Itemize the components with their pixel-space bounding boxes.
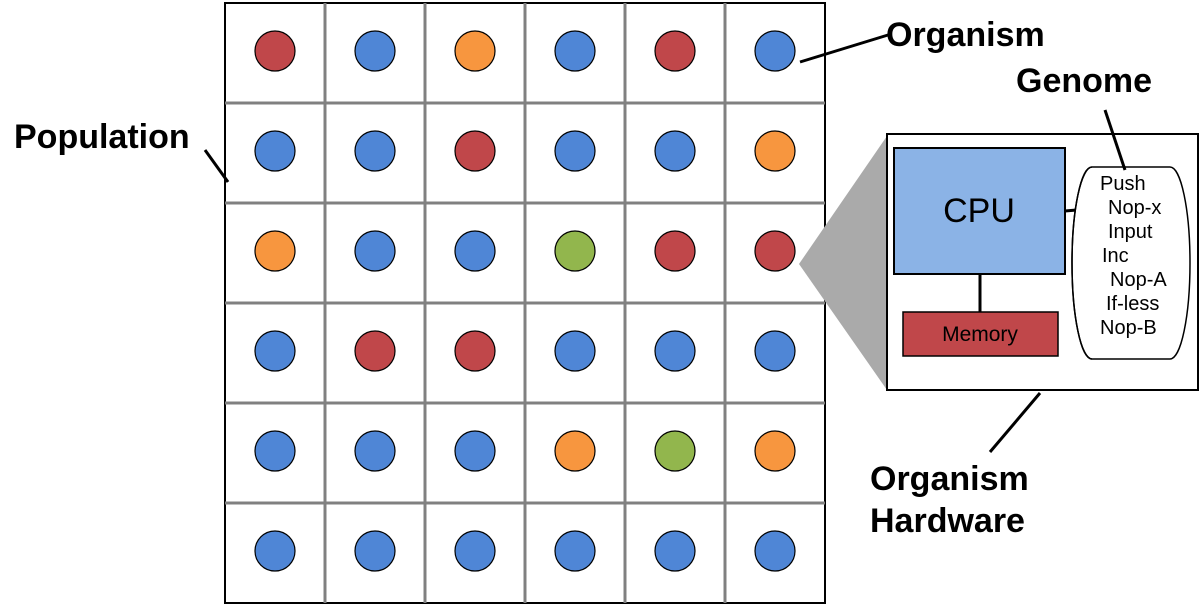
organism-red <box>354 330 396 372</box>
organism-orange <box>754 130 796 172</box>
organism-red <box>454 330 496 372</box>
hardware-label-line2: Hardware <box>870 502 1025 540</box>
organism-blue <box>354 530 396 572</box>
organism-red <box>654 230 696 272</box>
population-label: Population <box>14 118 190 156</box>
population-grid <box>224 2 826 604</box>
grid-lines <box>225 3 825 603</box>
organism-blue <box>454 530 496 572</box>
organism-orange <box>754 430 796 472</box>
organism-hardware: CPU Memory PushNop-xInputIncNop-AIf-less… <box>886 133 1199 391</box>
organism-red <box>454 130 496 172</box>
organism-blue <box>254 130 296 172</box>
organism-blue <box>254 430 296 472</box>
organism-blue <box>754 30 796 72</box>
genome-instruction: Input <box>1108 221 1153 243</box>
organism-blue <box>754 530 796 572</box>
organism-blue <box>554 330 596 372</box>
organism-red <box>254 30 296 72</box>
hardware-pointer-line <box>988 392 1042 453</box>
organism-orange <box>454 30 496 72</box>
organism-blue <box>554 30 596 72</box>
organism-orange <box>254 230 296 272</box>
organism-blue <box>454 430 496 472</box>
organism-blue <box>654 130 696 172</box>
organism-blue <box>754 330 796 372</box>
genome-instruction: Nop-x <box>1108 197 1161 219</box>
organism-orange <box>554 430 596 472</box>
organism-blue <box>254 330 296 372</box>
genome-instruction: If-less <box>1106 293 1159 315</box>
organism-blue <box>454 230 496 272</box>
organism-blue <box>254 530 296 572</box>
organism-red <box>654 30 696 72</box>
memory-label: Memory <box>942 323 1018 346</box>
organism-blue <box>654 530 696 572</box>
organism-blue <box>654 330 696 372</box>
genome-pointer-line <box>1103 109 1127 171</box>
organism-blue <box>354 130 396 172</box>
memory-box <box>902 311 1059 357</box>
genome-instruction: Nop-A <box>1110 269 1167 291</box>
organism-blue <box>354 230 396 272</box>
organism-blue <box>554 530 596 572</box>
organism-blue <box>354 430 396 472</box>
organism-blue <box>354 30 396 72</box>
organism-pointer-line <box>799 33 889 64</box>
genome-instruction: Push <box>1100 173 1146 195</box>
genome-tape-edge <box>1071 166 1093 360</box>
zoom-projection <box>799 136 887 390</box>
genome-label: Genome <box>1016 62 1152 100</box>
hardware-label-line1: Organism <box>870 460 1029 498</box>
organism-green <box>654 430 696 472</box>
organism-label: Organism <box>886 16 1045 54</box>
genome-instruction: Nop-B <box>1100 317 1157 339</box>
population-pointer-line <box>203 149 230 183</box>
organism-green <box>554 230 596 272</box>
organism-red <box>754 230 796 272</box>
cpu-label: CPU <box>943 192 1015 230</box>
genome-instruction: Inc <box>1102 245 1129 267</box>
grid-cells <box>254 30 796 572</box>
organism-blue <box>554 130 596 172</box>
